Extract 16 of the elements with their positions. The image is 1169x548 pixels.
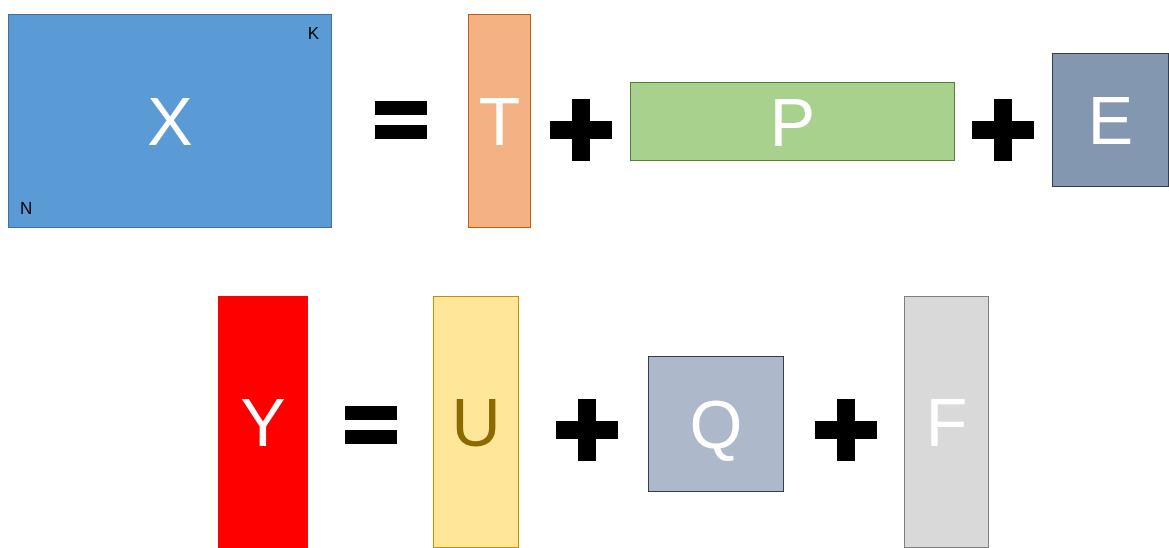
dimension-label: K (307, 25, 319, 42)
matrix-block (8, 14, 332, 228)
matrix-symbol: E (1086, 86, 1135, 154)
matrix-block (1052, 53, 1169, 187)
matrix-block (904, 296, 989, 548)
matrix-block (218, 296, 308, 548)
matrix-block (433, 296, 519, 548)
matrix-block (630, 82, 955, 161)
matrix-block (648, 356, 784, 492)
dimension-label: N (20, 200, 33, 217)
matrix-symbol: U (450, 388, 502, 456)
matrix-block (468, 14, 531, 228)
matrix-symbol: P (768, 87, 817, 156)
matrix-symbol: X (146, 87, 194, 155)
matrix-symbol: T (477, 87, 522, 155)
matrix-symbol: Y (239, 388, 287, 456)
